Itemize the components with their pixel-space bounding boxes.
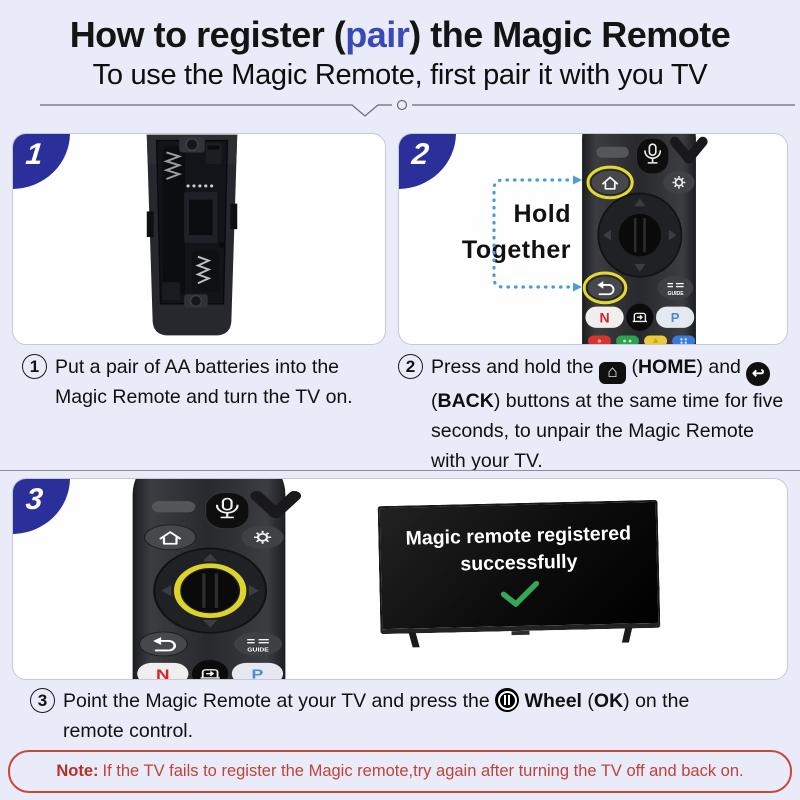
prime-label: P xyxy=(252,667,264,680)
back-icon: ↩ xyxy=(746,361,771,386)
dotted-bracket xyxy=(492,175,582,292)
tv-leg xyxy=(621,627,633,643)
step1-caption: 1 Put a pair of AA batteries into the Ma… xyxy=(22,352,378,412)
step2-caption-text: Press and hold the ⌂ (HOME) and ↩ (BACK)… xyxy=(431,356,784,472)
step1-panel: 1 xyxy=(12,133,386,345)
note-label: Note: xyxy=(56,762,99,780)
hold-together-label: Hold Together xyxy=(461,200,571,264)
home-button xyxy=(590,169,630,196)
step1-badge: 1 xyxy=(13,134,70,189)
back-icon xyxy=(153,637,162,645)
netflix-label: N xyxy=(600,309,610,325)
step-number-circle: 1 xyxy=(22,354,47,379)
netflix-label: N xyxy=(156,666,170,680)
note-box: Note: If the TV fails to register the Ma… xyxy=(8,750,792,793)
netflix-button xyxy=(585,306,624,328)
step2-badge: 2 xyxy=(399,134,456,189)
mute-button xyxy=(596,146,629,158)
wheel-ok-button xyxy=(181,569,239,613)
home-icon: ⌂ xyxy=(599,361,627,384)
guide-lines-icon xyxy=(247,639,269,644)
step-number-circle: 3 xyxy=(30,688,55,713)
remote-back-image xyxy=(146,134,238,336)
note-text: If the TV fails to register the Magic re… xyxy=(102,762,744,780)
badge-number: 1 xyxy=(24,138,45,171)
nav-arrows xyxy=(161,553,260,628)
gear-icon xyxy=(672,176,686,189)
wheel-icon xyxy=(495,688,520,712)
section-divider xyxy=(0,470,800,471)
magic-remote-front-image: GUIDE N P xyxy=(582,134,708,344)
prime-button xyxy=(656,306,695,328)
back-highlight-ring xyxy=(582,271,628,305)
prime-label: P xyxy=(671,310,680,325)
arrowhead xyxy=(573,282,582,292)
mute-button xyxy=(152,501,196,513)
header-divider xyxy=(40,99,795,117)
home-highlight-ring xyxy=(586,165,634,200)
title-suffix: ) the Magic Remote xyxy=(409,14,731,55)
tv-message: Magic remote registered successfully xyxy=(405,522,632,575)
color-buttons xyxy=(588,335,696,344)
nav-arrows xyxy=(603,198,677,272)
guide-lines-icon xyxy=(667,282,684,288)
prime-button xyxy=(231,662,284,679)
guide-button xyxy=(657,275,694,300)
channel-down-icon xyxy=(250,491,302,519)
step2-panel: 2 Hold Together xyxy=(398,133,788,345)
home-button xyxy=(144,524,197,551)
mic-button xyxy=(636,137,670,175)
input-icon xyxy=(200,669,220,679)
page-title: How to register (pair) the Magic Remote xyxy=(0,14,800,56)
back-button xyxy=(586,275,624,301)
step3-panel: 3 xyxy=(12,478,788,680)
tv-sensor xyxy=(511,630,530,636)
magic-remote-front-image: GUIDE N P xyxy=(132,479,302,680)
netflix-button xyxy=(137,662,189,679)
tv: Magic remote registered successfully xyxy=(377,499,661,648)
home-icon xyxy=(159,531,182,545)
mic-icon xyxy=(644,143,662,164)
title-prefix: How to register ( xyxy=(69,14,346,55)
step2-caption: 2 Press and hold the ⌂ (HOME) and ↩ (BAC… xyxy=(398,352,794,476)
page-subtitle: To use the Magic Remote, first pair it w… xyxy=(92,59,708,91)
guide-label: GUIDE xyxy=(247,648,269,653)
mic-button xyxy=(205,492,250,530)
guide-button xyxy=(234,631,282,657)
check-icon xyxy=(500,580,540,607)
settings-button xyxy=(663,170,695,194)
step3-caption-text: Point the Magic Remote at your TV and pr… xyxy=(63,688,690,742)
channel-down-icon xyxy=(669,136,708,164)
home-icon xyxy=(602,176,619,190)
step3-caption: 3 Point the Magic Remote at your TV and … xyxy=(30,686,692,746)
battery-spring xyxy=(195,255,212,285)
wheel-highlight-ring xyxy=(173,563,247,618)
title-highlight: pair xyxy=(345,14,410,55)
step3-badge: 3 xyxy=(13,479,70,534)
tv-leg xyxy=(408,632,420,648)
wheel-ok-button xyxy=(618,213,662,257)
battery-spring xyxy=(163,151,183,180)
settings-button xyxy=(241,525,284,549)
arrowhead xyxy=(573,175,582,185)
mic-icon xyxy=(215,497,239,519)
guide-label: GUIDE xyxy=(667,291,684,297)
back-icon xyxy=(597,281,604,289)
badge-number: 3 xyxy=(24,483,45,516)
badge-number: 2 xyxy=(410,138,431,171)
tv-screen: Magic remote registered successfully xyxy=(377,499,661,635)
back-button xyxy=(138,631,188,657)
step1-caption-text: Put a pair of AA batteries into the Magi… xyxy=(55,356,353,408)
gear-icon xyxy=(254,530,272,544)
input-icon xyxy=(632,312,648,323)
step-number-circle: 2 xyxy=(398,354,423,379)
